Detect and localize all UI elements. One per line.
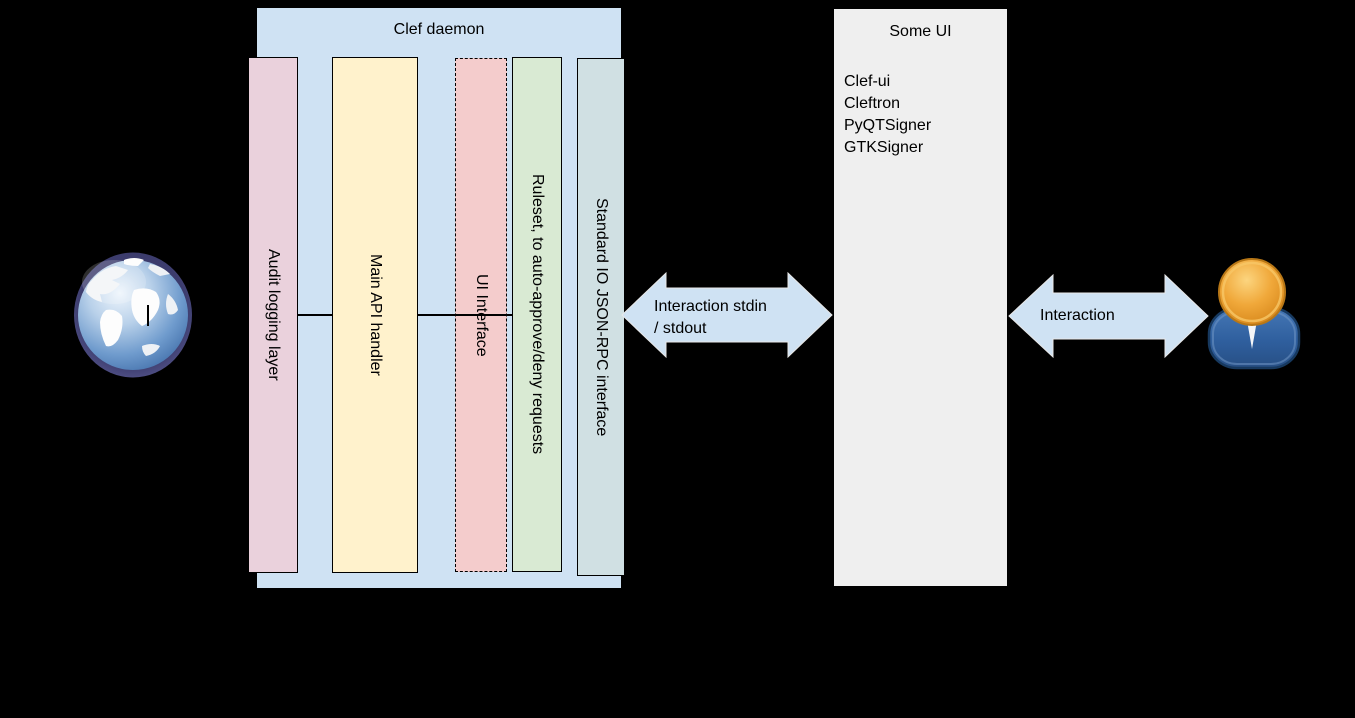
layer-label: Standard IO JSON-RPC interface xyxy=(593,197,610,437)
layer-label: Ruleset, to auto-approve/deny requests xyxy=(529,174,546,455)
layer-stdio-json-rpc: Standard IO JSON-RPC interface xyxy=(577,58,625,576)
arrow-label-line2: / stdout xyxy=(654,320,707,337)
layer-audit-logging: Audit logging layer xyxy=(248,57,298,573)
layer-main-api-handler: Main API handler xyxy=(332,57,418,573)
some-ui-box: Some UI Clef-ui Cleftron PyQTSigner GTKS… xyxy=(833,8,1008,587)
clef-daemon-box: Clef daemon xyxy=(256,7,622,589)
arrow-label-line1: Interaction stdin xyxy=(654,298,767,315)
user-icon xyxy=(1206,252,1302,370)
layer-label: Main API handler xyxy=(367,254,384,376)
connector-line-api-to-ruleset xyxy=(418,314,513,316)
stdin-stdout-arrow-label: Interaction stdin / stdout xyxy=(654,296,767,340)
user-interaction-arrow-label: Interaction xyxy=(1040,307,1115,324)
double-arrow-icon xyxy=(1008,273,1209,359)
list-item-clef-ui: Clef-ui xyxy=(844,73,891,90)
double-arrow-icon xyxy=(621,271,833,359)
globe-tick-mark xyxy=(147,305,149,326)
list-item-pyqtsigner: PyQTSigner xyxy=(844,117,932,134)
some-ui-list: Clef-ui Cleftron PyQTSigner GTKSigner xyxy=(844,71,1001,159)
stdin-stdout-arrow: Interaction stdin / stdout xyxy=(620,271,834,361)
globe-icon xyxy=(72,250,194,380)
list-item-gtksigner: GTKSigner xyxy=(844,139,924,156)
some-ui-title: Some UI xyxy=(889,23,952,40)
layer-ruleset: Ruleset, to auto-approve/deny requests xyxy=(512,57,562,572)
clef-daemon-title: Clef daemon xyxy=(393,21,485,38)
list-item-cleftron: Cleftron xyxy=(844,95,901,112)
layer-label: Audit logging layer xyxy=(265,249,282,381)
user-interaction-arrow: Interaction xyxy=(1007,272,1210,360)
